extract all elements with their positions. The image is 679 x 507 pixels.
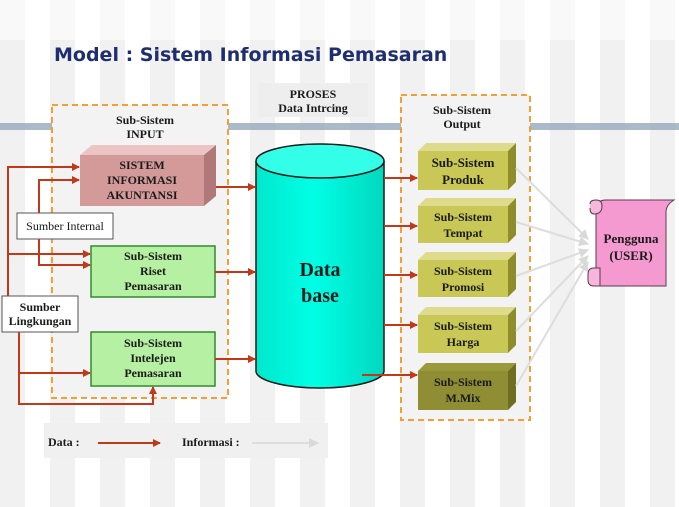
database-label-line1: Data: [299, 259, 341, 281]
output-label-harga-line2: Harga: [446, 335, 480, 349]
legend-information-label: Informasi :: [182, 435, 240, 449]
user-label-line2: (USER): [609, 248, 653, 263]
database-label: Data base: [256, 257, 384, 309]
riset-label-line2: Riset: [140, 264, 166, 278]
sumber-lingkungan-box: [1, 295, 79, 333]
output-label-promosi-line2: Promosi: [441, 280, 485, 294]
output-label-mmix-line1: Sub-Sistem: [433, 375, 492, 389]
sia-label: SISTEM INFORMASI AKUNTANSI: [80, 158, 204, 203]
input-group-label-line2: INPUT: [126, 127, 164, 141]
output-label-tempat-line2: Tempat: [443, 226, 483, 240]
output-group-label-line2: Output: [443, 117, 481, 131]
sia-label-line1: SISTEM: [119, 158, 165, 172]
output-box-5: [418, 363, 516, 410]
page-title: Model : Sistem Informasi Pemasaran: [54, 44, 448, 66]
legend-data-label: Data :: [48, 435, 80, 449]
output-label-mmix: Sub-Sistem M.Mix: [418, 374, 508, 406]
database-cylinder: [255, 143, 385, 389]
input-group-label: Sub-Sistem INPUT: [95, 113, 195, 141]
sumber-internal-label: Sumber Internal: [26, 219, 104, 233]
output-group-label-line1: Sub-Sistem: [432, 103, 491, 117]
output-box-4: [418, 307, 516, 353]
sumber-internal-box: [16, 212, 114, 240]
output-box-1: [418, 143, 516, 190]
information-arrows: [515, 167, 589, 387]
output-group-label: Sub-Sistem Output: [412, 103, 512, 131]
proses-label-box: [258, 83, 368, 117]
riset-label: Sub-Sistem Riset Pemasaran: [91, 249, 215, 294]
output-label-tempat: Sub-Sistem Tempat: [418, 209, 508, 241]
intelejen-label: Sub-Sistem Intelejen Pemasaran: [91, 336, 215, 381]
user-scroll: [587, 199, 676, 287]
output-label-promosi-line1: Sub-Sistem: [433, 264, 492, 278]
output-label-produk-line1: Sub-Sistem: [431, 155, 495, 170]
output-label-harga-line1: Sub-Sistem: [433, 319, 492, 333]
output-label-mmix-line2: M.Mix: [445, 391, 481, 405]
database-label-line2: base: [301, 285, 339, 307]
riset-label-line1: Sub-Sistem: [123, 249, 182, 263]
output-label-tempat-line1: Sub-Sistem: [433, 210, 492, 224]
riset-box: [90, 245, 216, 298]
user-label: Pengguna (USER): [596, 230, 666, 264]
intelejen-label-line3: Pemasaran: [124, 366, 182, 380]
sumber-lingkungan-line1: Sumber: [19, 300, 61, 314]
input-group-label-line1: Sub-Sistem: [115, 113, 174, 127]
riset-label-line3: Pemasaran: [124, 279, 182, 293]
intelejen-label-line2: Intelejen: [130, 351, 176, 365]
user-label-line1: Pengguna: [603, 231, 659, 246]
sia-box: [80, 145, 216, 206]
sumber-lingkungan-line2: Lingkungan: [8, 314, 72, 328]
output-label-produk: Sub-Sistem Produk: [418, 154, 508, 188]
legend-box: [44, 423, 328, 458]
background-band: [0, 123, 679, 130]
output-box-2: [418, 198, 516, 243]
output-label-produk-line2: Produk: [442, 172, 484, 187]
sumber-lingkungan-label: Sumber Lingkungan: [2, 300, 78, 328]
sia-label-line3: AKUNTANSI: [106, 188, 178, 202]
output-label-promosi: Sub-Sistem Promosi: [418, 263, 508, 295]
proses-label: PROSES Data Intrcing: [258, 87, 368, 115]
data-arrows: [7, 163, 418, 405]
output-label-harga: Sub-Sistem Harga: [418, 318, 508, 350]
proses-label-line2: Data Intrcing: [278, 101, 348, 115]
intelejen-label-line1: Sub-Sistem: [123, 336, 182, 350]
output-box-3: [418, 252, 516, 297]
sia-label-line2: INFORMASI: [106, 173, 177, 187]
proses-label-line1: PROSES: [289, 87, 337, 101]
